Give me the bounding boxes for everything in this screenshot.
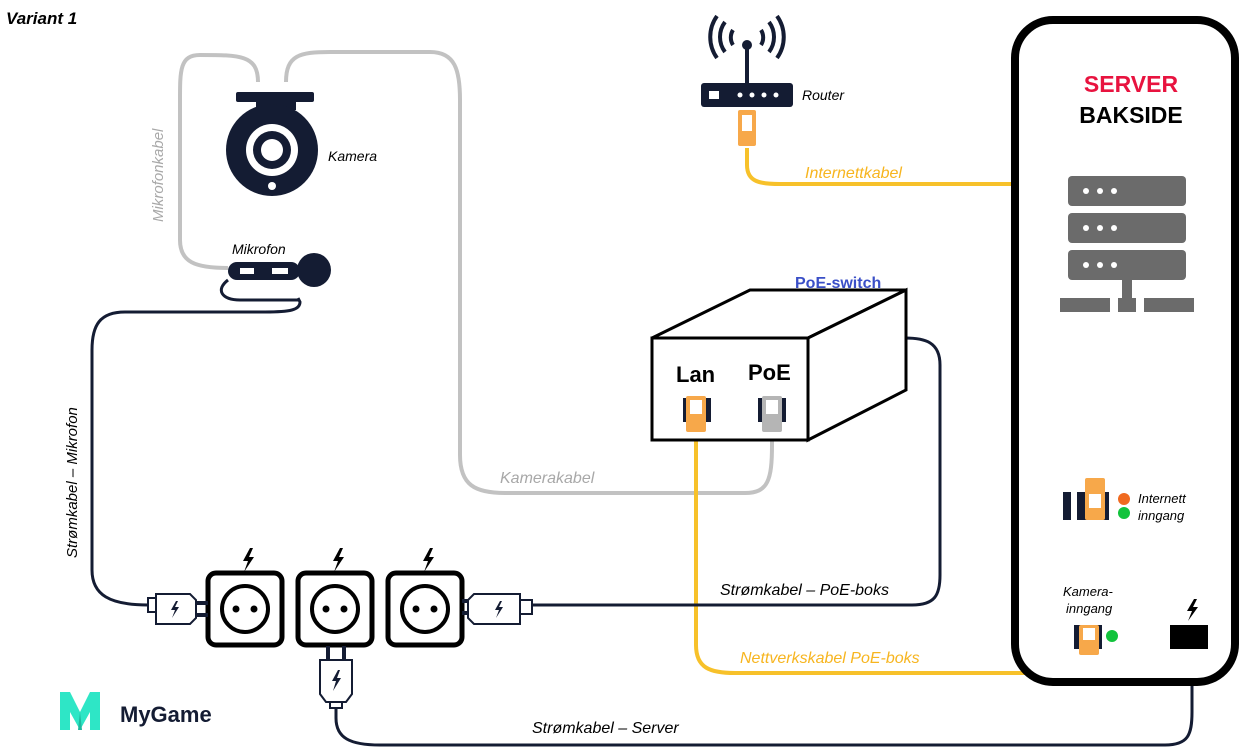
server-rack-icon [1060, 176, 1194, 312]
power-poe-label: Strømkabel – PoE-boks [720, 582, 889, 599]
plug-icon [147, 593, 208, 625]
socket-icon [295, 570, 375, 648]
poe-switch-box [650, 287, 908, 443]
internet-cable-label: Internettkabel [805, 165, 902, 182]
power-mic-label: Strømkabel – Mikrofon [64, 407, 81, 558]
poe-switch-title: PoE-switch [795, 275, 881, 292]
mygame-logo [60, 692, 100, 730]
plug-icon [462, 593, 533, 625]
camera-led-green [1106, 630, 1118, 642]
power-poe-cable-line [532, 336, 942, 607]
poe-port-lan-label: Lan [676, 362, 715, 387]
microphone-device [228, 253, 331, 287]
camera-input-port [1074, 625, 1102, 655]
ethernet-port-icon [758, 396, 786, 432]
internet-input-port [1063, 478, 1109, 520]
power-mic-cable-line [90, 297, 302, 607]
ethernet-port-icon [683, 396, 711, 432]
poe-port-poe-label: PoE [748, 360, 791, 385]
camera-cable-line [284, 50, 774, 495]
internet-input-label-2: inngang [1138, 508, 1185, 523]
power-server-label: Strømkabel – Server [532, 720, 679, 737]
mic-cable-label: Mikrofonkabel [150, 128, 167, 222]
power-server-cable-line [334, 648, 1194, 747]
power-bolt-icon [243, 548, 254, 572]
router-device [701, 14, 793, 146]
router-label: Router [802, 87, 845, 103]
plug-icon [319, 646, 353, 709]
mic-cable-line [178, 52, 260, 270]
internet-led-orange [1118, 493, 1130, 505]
variant-label: Variant 1 [6, 9, 77, 28]
camera-device [226, 92, 318, 196]
power-bolt-icon [423, 548, 434, 572]
logo-text: MyGame [120, 702, 212, 727]
socket-icon [385, 570, 465, 648]
power-bolt-icon [1187, 599, 1198, 621]
power-strip [205, 548, 465, 648]
camera-input-label-2: inngang [1066, 601, 1113, 616]
camera-input-label-1: Kamera- [1063, 584, 1114, 599]
server-title: SERVER [1084, 71, 1179, 97]
camera-label: Kamera [328, 148, 377, 164]
mic-cable-tail [219, 278, 298, 302]
camera-cable-label: Kamerakabel [500, 470, 595, 487]
microphone-label: Mikrofon [232, 241, 286, 257]
socket-icon [205, 570, 285, 648]
server-subtitle: BAKSIDE [1079, 102, 1183, 128]
server-power-port [1170, 625, 1208, 649]
network-poe-label: Nettverkskabel PoE-boks [740, 650, 920, 667]
internet-input-label-1: Internett [1138, 491, 1187, 506]
internet-led-green [1118, 507, 1130, 519]
power-bolt-icon [333, 548, 344, 572]
